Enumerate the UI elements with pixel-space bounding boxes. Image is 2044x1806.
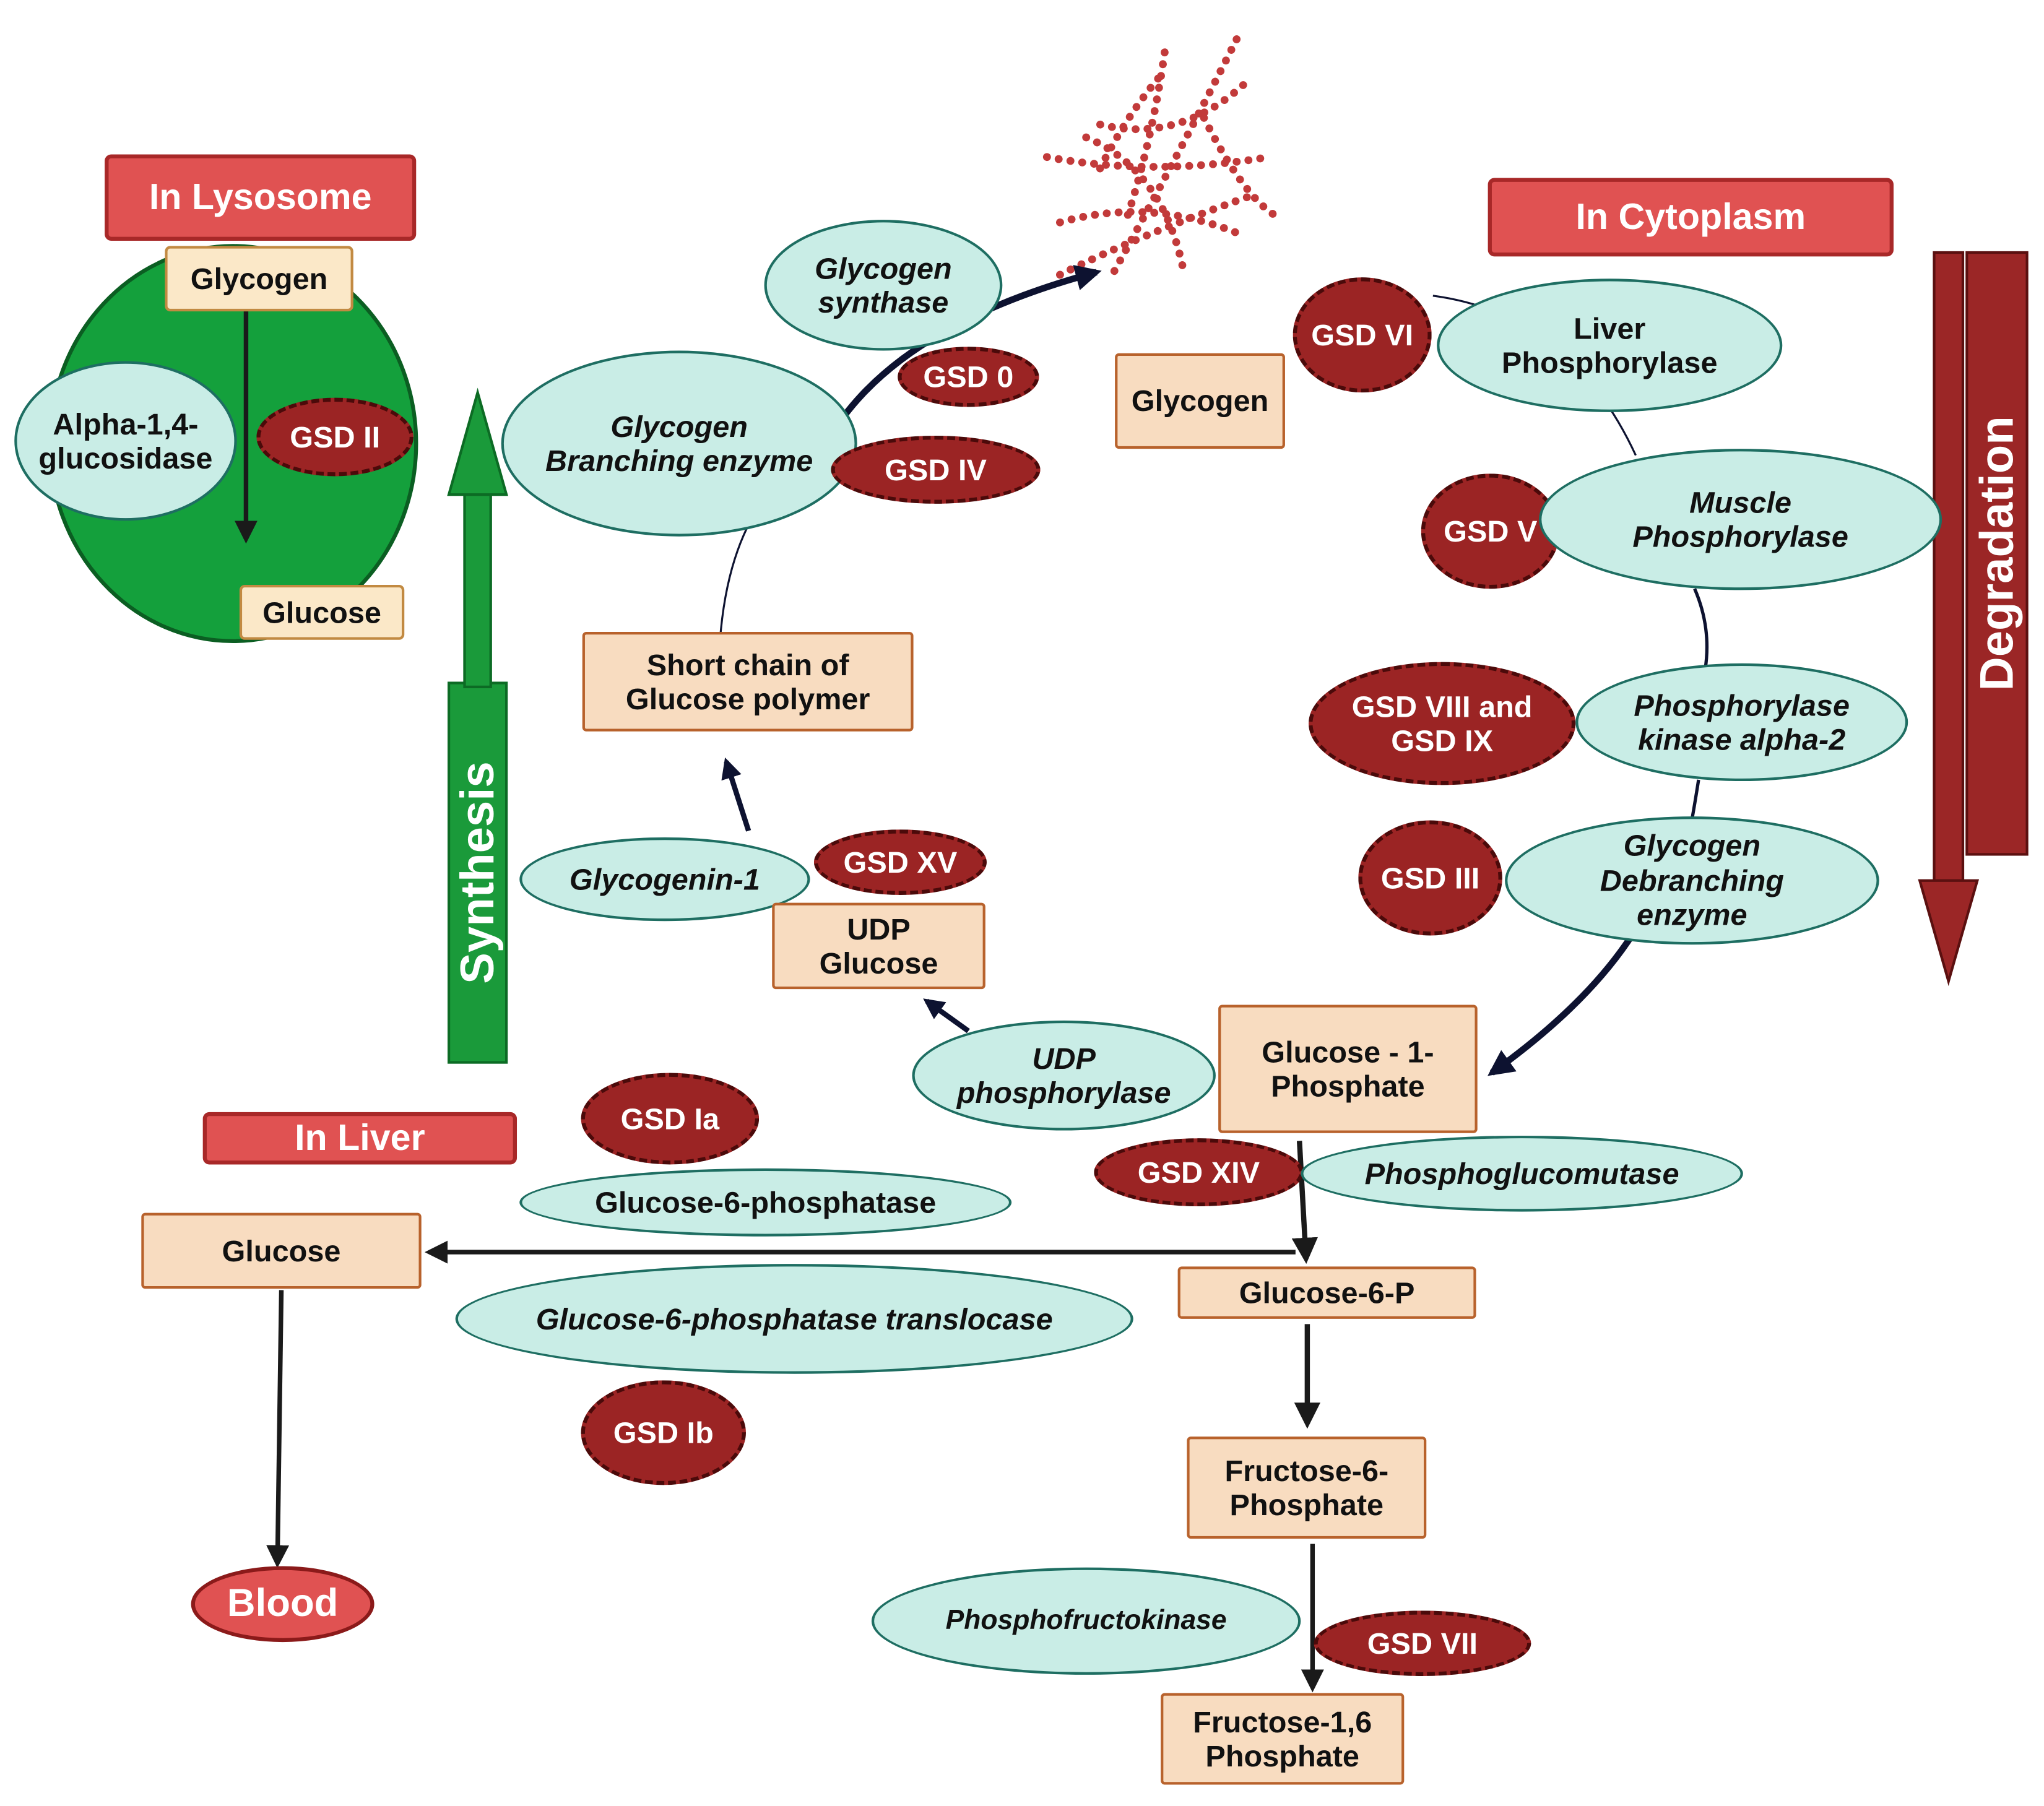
branching-enzyme: Glycogen Branching enzyme [501, 350, 857, 537]
header-in-lysosome: In Lysosome [105, 154, 417, 241]
fructose-6-phosphate-box: Fructose-6- Phosphate [1187, 1437, 1427, 1539]
glycogenin-arrow [721, 757, 751, 832]
phosphoglucomutase-enzyme: Phosphoglucomutase [1301, 1135, 1743, 1212]
phosphorylase-kinase-enzyme: Phosphorylase kinase alpha-2 [1575, 663, 1908, 782]
gsd-iv-badge: GSD IV [831, 435, 1041, 504]
gsd-vii-badge: GSD VII [1314, 1610, 1531, 1677]
glucose-6-p-box: Glucose-6-P [1177, 1266, 1476, 1319]
g6pase-translocase-enzyme: Glucose-6-phosphatase translocase [455, 1264, 1133, 1374]
muscle-phos-connector [1693, 588, 1709, 670]
g1p-to-g6p-arrow [1291, 1141, 1319, 1264]
header-in-liver: In Liver [202, 1112, 517, 1165]
muscle-phosphorylase-enzyme: Muscle Phosphorylase [1539, 449, 1942, 590]
liver-phosphorylase-enzyme: Liver Phosphorylase [1437, 279, 1783, 412]
glucose-1-phosphate-box: Glucose - 1- Phosphate [1218, 1005, 1478, 1133]
synthesis-label: Synthesis [450, 761, 504, 984]
degradation-label: Degradation [1969, 416, 2024, 691]
gsd-viii-ix-badge: GSD VIII and GSD IX [1309, 662, 1576, 785]
gsd-0-badge: GSD 0 [898, 347, 1039, 407]
debranching-enzyme: Glycogen Debranching enzyme [1505, 816, 1879, 945]
gsd-vi-badge: GSD VI [1293, 277, 1432, 393]
lysosome-glucose-box: Glucose [239, 584, 405, 640]
glycogenin-enzyme: Glycogenin-1 [519, 837, 810, 922]
glycogen-polymer [1042, 35, 1280, 279]
gsd-ia-badge: GSD Ia [581, 1073, 760, 1165]
blood-node: Blood [191, 1566, 375, 1643]
alpha-glucosidase-enzyme: Alpha-1,4- glucosidase [14, 361, 237, 521]
glucose-6-phosphatase-enzyme: Glucose-6-phosphatase [519, 1168, 1012, 1237]
phosphofructokinase-enzyme: Phosphofructokinase [871, 1567, 1301, 1675]
gsd-iii-badge: GSD III [1358, 820, 1502, 936]
glycogen-synthase-enzyme: Glycogen synthase [764, 220, 1003, 351]
short-chain-polymer-box: Short chain of Glucose polymer [582, 632, 914, 732]
gsd-xv-badge: GSD XV [813, 829, 987, 895]
gsd-ib-badge: GSD Ib [581, 1380, 746, 1485]
debranching-arrow [1488, 937, 1632, 1076]
udp-phosphorylase-enzyme: UDP phosphorylase [912, 1020, 1216, 1131]
liver-glucose-box: Glucose [141, 1212, 422, 1289]
udp-arrow [923, 998, 970, 1034]
gsd-v-badge: GSD V [1421, 473, 1560, 589]
synthesis-arrow [447, 387, 508, 1064]
cytoplasm-glycogen-box: Glycogen [1115, 353, 1285, 449]
fructose-1-6-phosphate-box: Fructose-1,6 Phosphate [1161, 1693, 1405, 1785]
header-in-cytoplasm: In Cytoplasm [1488, 178, 1894, 257]
lysosome-glycogen-box: Glycogen [165, 246, 353, 312]
glucose-to-blood-arrow [266, 1290, 290, 1568]
kinase-connector [1690, 779, 1700, 819]
udp-glucose-box: UDP Glucose [772, 902, 985, 990]
gsd-ii-badge: GSD II [256, 397, 414, 477]
degradation-arrow [1918, 251, 2029, 987]
gsd-xiv-badge: GSD XIV [1094, 1138, 1304, 1207]
